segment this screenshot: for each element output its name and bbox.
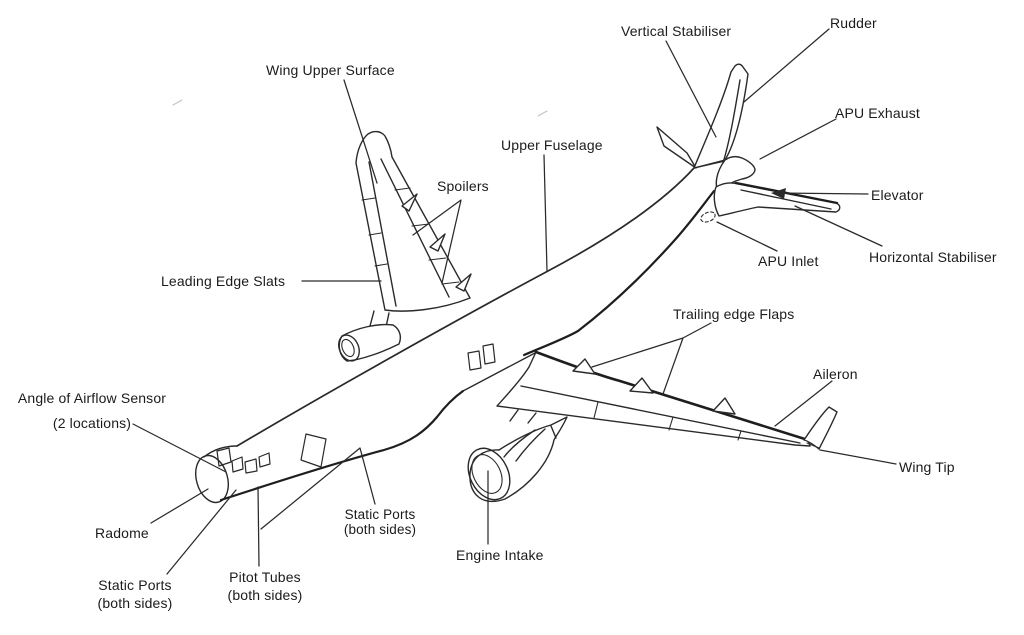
vertical-stabiliser-fin — [693, 63, 749, 169]
leader-apu-exhaust — [759, 118, 837, 160]
far-wing-flap-track-fairings — [401, 193, 472, 292]
spoiler-dividers — [394, 187, 460, 285]
label-apu-exhaust: APU Exhaust — [835, 105, 920, 121]
fuselage-belly-line — [219, 389, 465, 502]
far-wing-spoiler-inner-line — [380, 158, 450, 298]
far-wing — [355, 130, 472, 312]
forward-passenger-door — [300, 433, 327, 468]
flap-hinge-line — [520, 385, 801, 444]
rudder-hinge-line — [722, 79, 741, 164]
scan-artifacts — [172, 99, 548, 117]
label-wing-upper-surface: Wing Upper Surface — [266, 62, 395, 78]
near-engine-intake-inner — [471, 454, 503, 494]
leader-pitot-tubes — [257, 486, 260, 567]
cowl-curve — [515, 428, 546, 462]
cowl-curve — [503, 429, 536, 458]
leader-radome — [150, 488, 209, 524]
near-engine — [467, 409, 568, 502]
label-spoilers: Spoilers — [437, 178, 489, 194]
label-static-ports-forward: Static Ports (both sides) — [343, 507, 417, 538]
label-leading-edge-slats: Leading Edge Slats — [161, 273, 286, 289]
near-wing-flap-track-fairings — [572, 358, 736, 415]
window-pane-icon — [258, 452, 271, 468]
leader-aileron — [774, 380, 833, 427]
near-engine-pylon — [509, 409, 537, 424]
fin-base-line — [693, 160, 726, 169]
elevator-hinge-line — [740, 189, 832, 210]
leader-elevator — [777, 192, 869, 195]
label-vertical-stabiliser: Vertical Stabiliser — [621, 23, 732, 39]
wing-root-fillet — [462, 352, 536, 392]
label-horizontal-stabiliser: Horizontal Stabiliser — [869, 249, 997, 265]
leader-static-ports-nose — [166, 489, 237, 575]
label-upper-fuselage: Upper Fuselage — [501, 137, 603, 153]
far-wing-outline — [355, 130, 471, 312]
leader-apu-inlet — [716, 221, 778, 252]
window-pane-icon — [244, 458, 258, 474]
label-static-ports-nose: Static Ports (both sides) — [97, 577, 173, 612]
label-apu-inlet: APU Inlet — [758, 253, 819, 269]
label-radome: Radome — [95, 525, 149, 541]
far-horizontal-stabiliser — [656, 126, 697, 169]
leader-horizontal-stabiliser — [794, 205, 883, 247]
leader-spoilers — [412, 199, 462, 284]
far-engine-intake-inner — [341, 338, 355, 358]
exhaust-cone-line — [550, 425, 557, 439]
radome-cone — [194, 454, 230, 504]
far-wing-slat-inner-line — [368, 161, 397, 307]
near-engine-nacelle — [469, 416, 568, 502]
far-engine-nacelle — [338, 323, 402, 362]
label-wing-tip: Wing Tip — [899, 459, 955, 475]
label-aileron: Aileron — [813, 366, 858, 382]
leader-angle-of-airflow-sensor — [132, 423, 227, 473]
leader-lines — [132, 28, 897, 575]
near-wing — [496, 350, 838, 450]
leader-rudder — [743, 28, 830, 103]
winglet-base-line — [806, 442, 820, 449]
leader-vertical-stabiliser — [665, 40, 717, 138]
label-engine-intake: Engine Intake — [456, 547, 544, 563]
far-engine — [338, 310, 402, 362]
leader-elevator-arrowhead — [771, 188, 786, 199]
flap-dividers — [593, 401, 742, 441]
windshield-pane-icon — [216, 447, 232, 467]
near-horizontal-stabiliser — [713, 181, 841, 217]
leader-upper-fuselage — [543, 154, 548, 272]
near-engine-intake-lip — [467, 447, 511, 501]
slat-dividers — [361, 197, 388, 267]
far-engine-intake-lip — [338, 334, 360, 362]
winglet — [803, 406, 838, 450]
leader-static-ports-forward — [260, 447, 376, 530]
leader-trailing-edge-flaps — [591, 322, 712, 395]
label-elevator: Elevator — [871, 187, 924, 203]
cockpit-windows — [216, 447, 271, 474]
label-pitot-tubes: Pitot Tubes (both sides) — [227, 569, 303, 604]
fuselage-side-aft-line — [522, 189, 716, 357]
winglet-outline — [803, 406, 838, 450]
label-angle-of-airflow-sensor: Angle of Airflow Sensor (2 locations) — [17, 390, 167, 432]
overwing-exit-doors — [467, 343, 496, 371]
window-pane-icon — [231, 456, 244, 473]
fuselage-top-line — [236, 167, 695, 447]
label-rudder: Rudder — [830, 15, 877, 31]
fuselage — [194, 167, 716, 504]
leader-wing-tip — [819, 449, 897, 465]
leader-wing-upper-surface — [343, 79, 378, 184]
label-trailing-edge-flaps: Trailing edge Flaps — [673, 306, 795, 322]
apu-inlet-dashed-outline — [700, 211, 716, 223]
